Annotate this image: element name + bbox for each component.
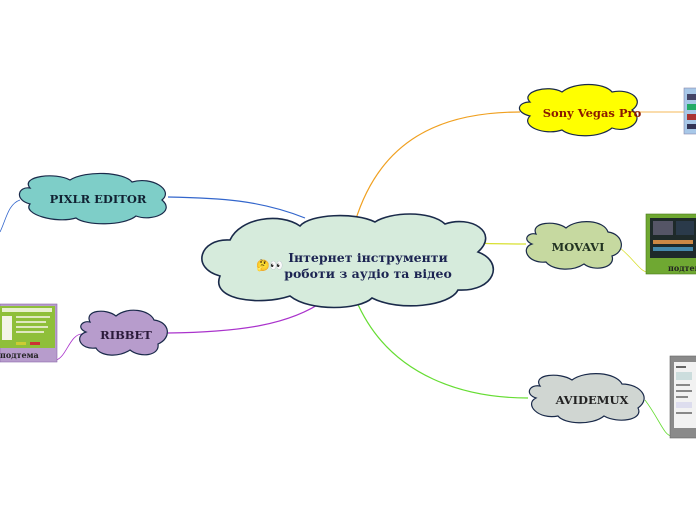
topic-ribbet-label[interactable]: RIBBET (100, 328, 152, 342)
connector-ribbet-sub (55, 333, 83, 361)
connector-ribbet (167, 299, 326, 334)
subtopic-movavi-caption: подтема (668, 263, 696, 273)
topic-movavi[interactable] (525, 221, 622, 270)
central-topic-title[interactable]: Інтернет інструменти роботи з аудіо та в… (268, 250, 468, 282)
topic-sony-vegas-pro[interactable] (518, 83, 638, 137)
connector-avidemux-sub (644, 399, 673, 437)
connector-avidemux (355, 299, 529, 399)
subtopic-sony-screenshot[interactable] (683, 87, 696, 135)
topic-pixlr-editor[interactable] (18, 172, 167, 225)
thinking-eyes-icon: 🤔👀 (256, 259, 284, 272)
subtopic-ribbet-screenshot[interactable] (0, 303, 58, 363)
central-title-line1: Інтернет інструменти (288, 250, 448, 265)
connector-pixlr-sub (0, 199, 21, 233)
central-title-line2: роботи з аудіо та відео (284, 266, 452, 281)
topic-avidemux[interactable] (528, 373, 645, 424)
subtopic-ribbet-caption: подтема (0, 350, 39, 360)
topic-sony-label[interactable]: Sony Vegas Pro (542, 106, 642, 120)
connector-sony (354, 111, 521, 223)
central-topic-cloud[interactable] (201, 213, 495, 309)
connector-movavi-sub (619, 247, 649, 273)
topic-movavi-label[interactable]: MOVAVI (551, 240, 605, 254)
connector-pixlr (167, 196, 306, 219)
subtopic-avidemux-screenshot[interactable] (669, 355, 696, 439)
topic-pixlr-label[interactable]: PIXLR EDITOR (49, 192, 147, 206)
subtopic-movavi-screenshot[interactable] (645, 213, 696, 275)
topic-ribbet[interactable] (79, 309, 168, 356)
topic-avidemux-label[interactable]: AVIDEMUX (555, 393, 629, 407)
